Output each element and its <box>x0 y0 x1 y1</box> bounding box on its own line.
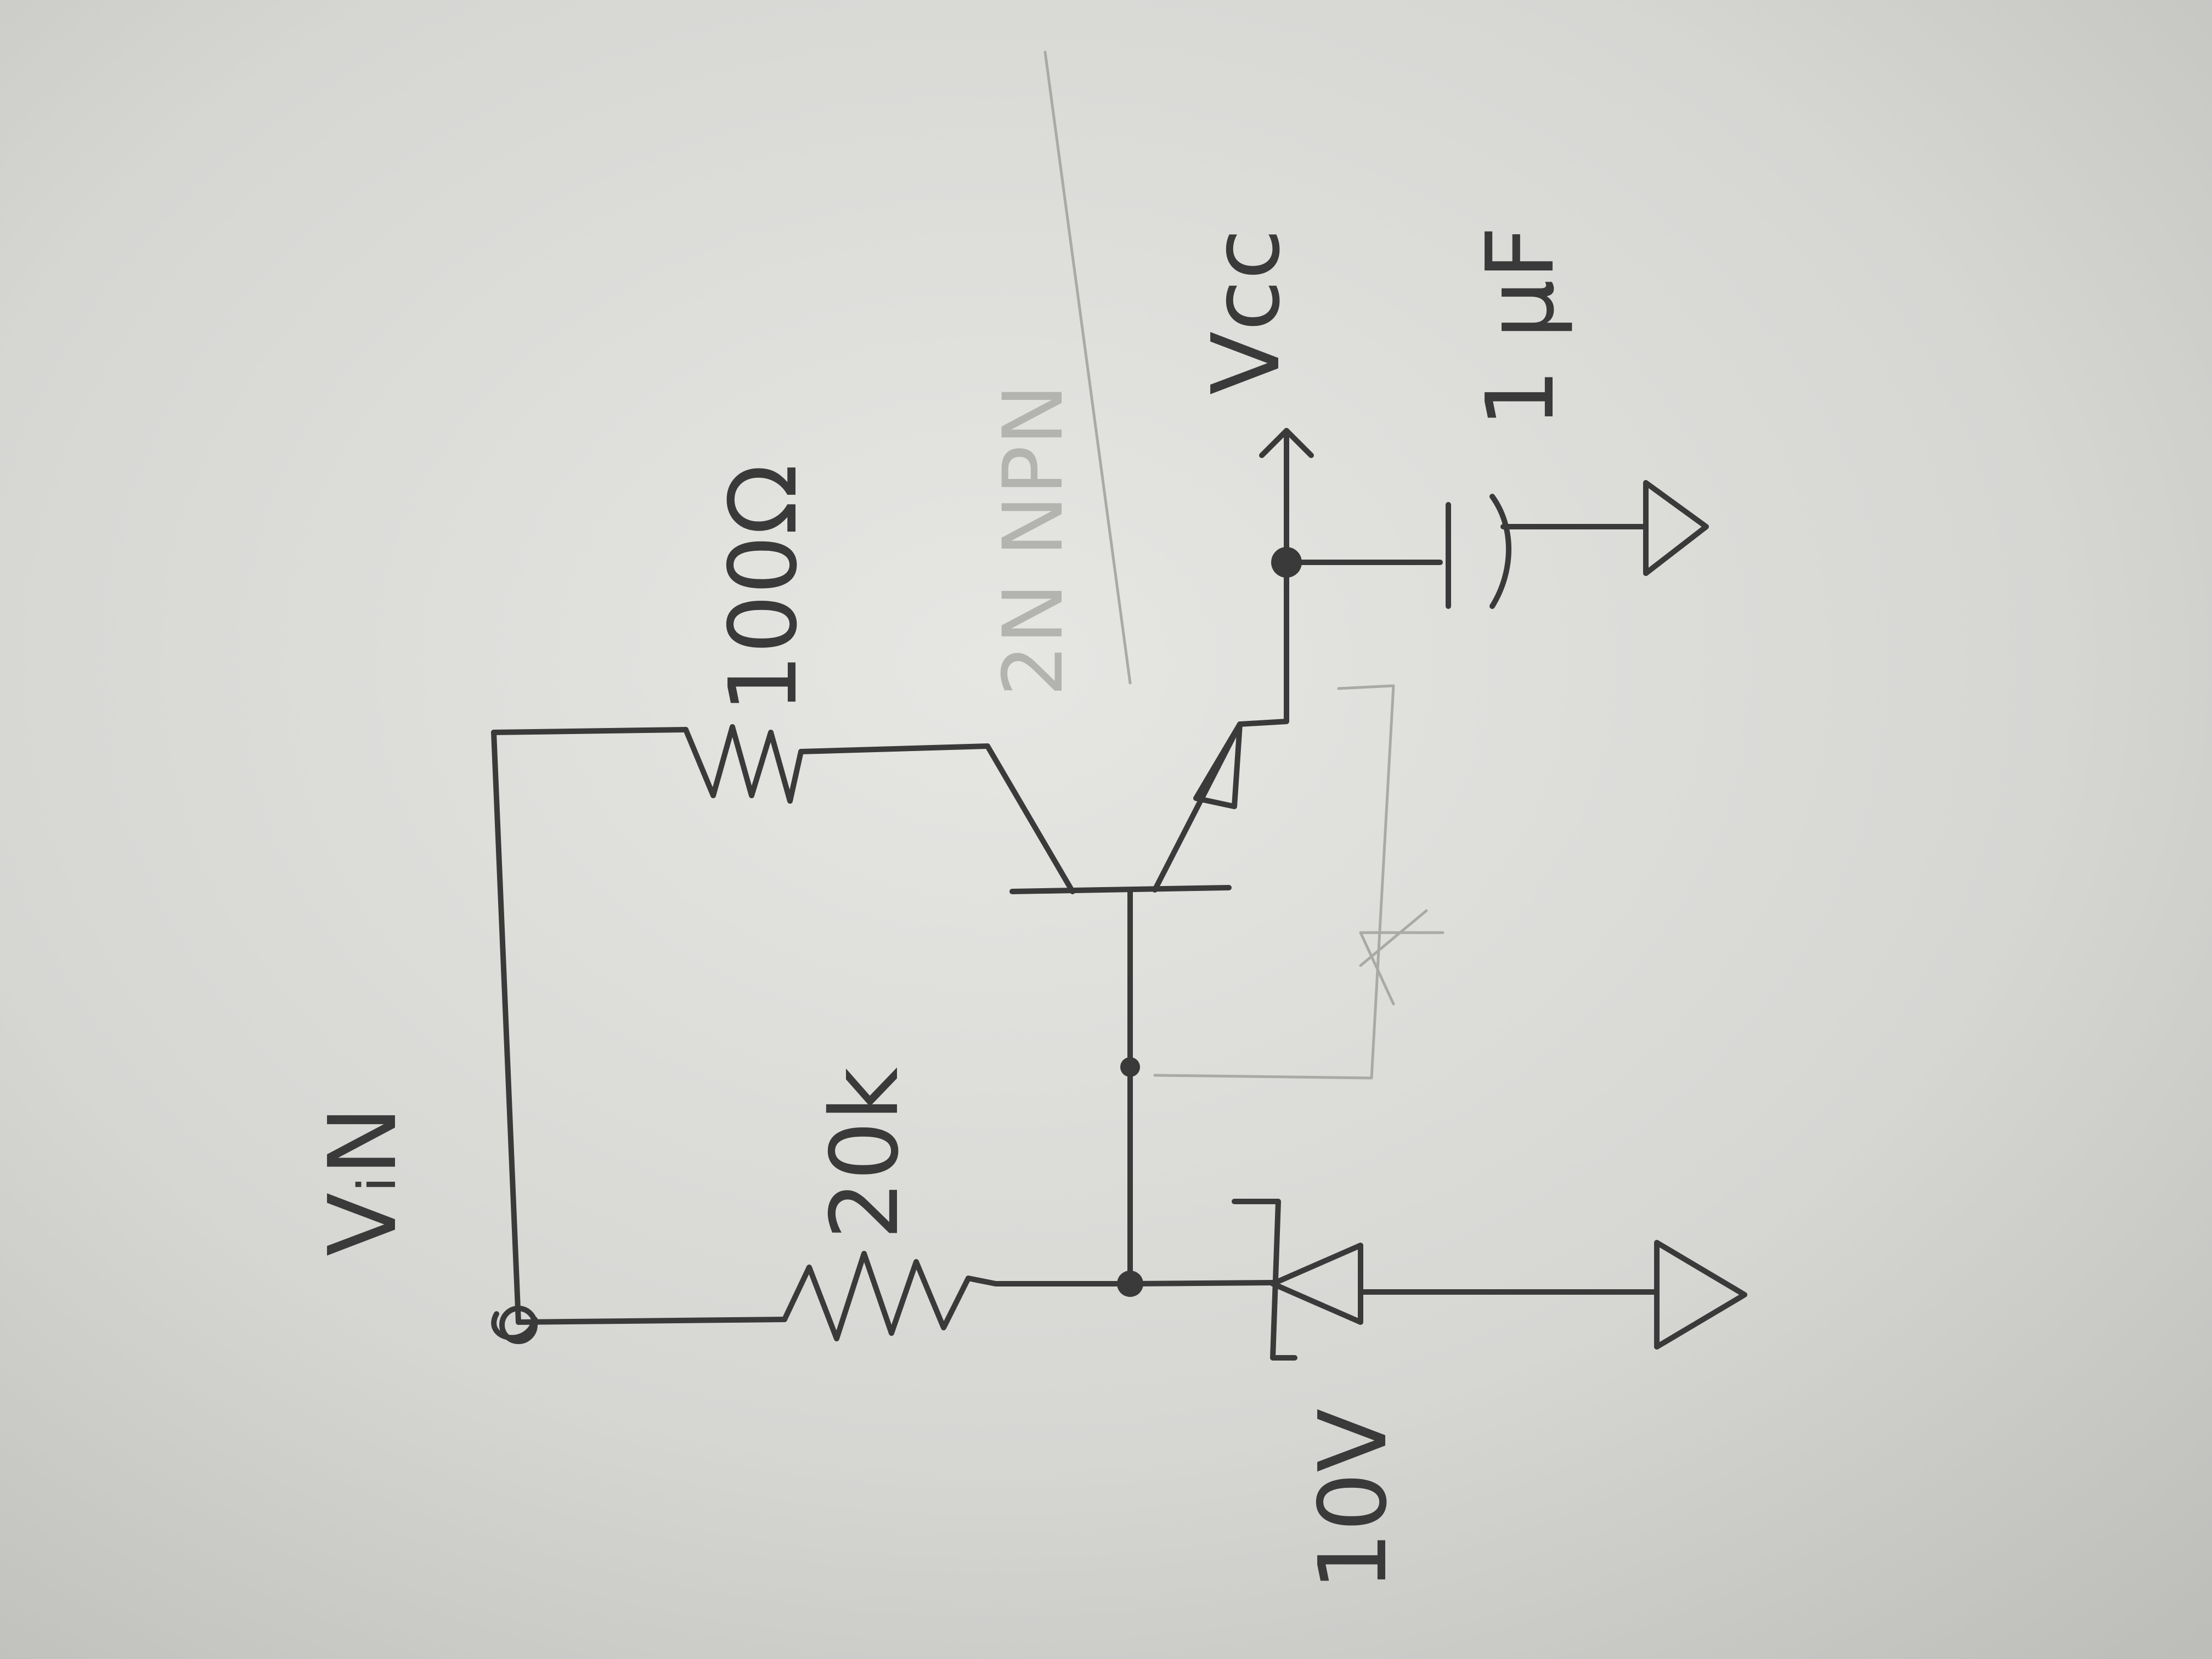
label-capacitor: 1 μF <box>1466 226 1575 428</box>
label-resistor-20k: 20k <box>811 1067 919 1240</box>
pencil-diode-sketch <box>1153 684 1444 1080</box>
transistor-emitter-arrow <box>1193 721 1243 809</box>
zener-diode-bar <box>1232 1199 1297 1361</box>
wire-resistor-100-to-collector <box>798 743 990 754</box>
capacitor-plate-curved <box>1489 494 1511 609</box>
label-resistor-100-ohm: 100Ω <box>709 464 818 713</box>
vin-terminal-scribble <box>491 1311 538 1341</box>
ground-symbol-zener <box>1654 1240 1747 1350</box>
resistor-100-ohm <box>683 724 804 804</box>
transistor-base-bar <box>1009 885 1232 894</box>
wire-vin-to-resistor-20k <box>516 1317 787 1325</box>
label-vcc: Vcc <box>1192 229 1301 395</box>
label-zener-voltage: 10V <box>1299 1408 1408 1591</box>
zener-diode-triangle <box>1270 1243 1363 1325</box>
wire-top-to-resistor-100 <box>491 727 689 735</box>
junction-dot-base-node <box>1117 1271 1143 1297</box>
ground-symbol-capacitor <box>1643 480 1709 576</box>
label-vin: VᵢN <box>309 1106 417 1256</box>
label-transistor-note: 2N NPN <box>986 384 1081 697</box>
wire-emitter-to-vcc-node <box>1237 560 1289 727</box>
pencil-rule-line <box>1043 50 1132 685</box>
junction-dot-vcc-node <box>1271 547 1302 578</box>
wire-node-to-zener <box>1127 1280 1276 1286</box>
wire-vin-loop-left <box>491 730 521 1325</box>
vcc-arrow-head <box>1259 428 1314 458</box>
transistor-collector-leg <box>985 743 1075 894</box>
junction-dot-upper <box>1120 1057 1140 1077</box>
resistor-20k <box>782 1251 998 1341</box>
